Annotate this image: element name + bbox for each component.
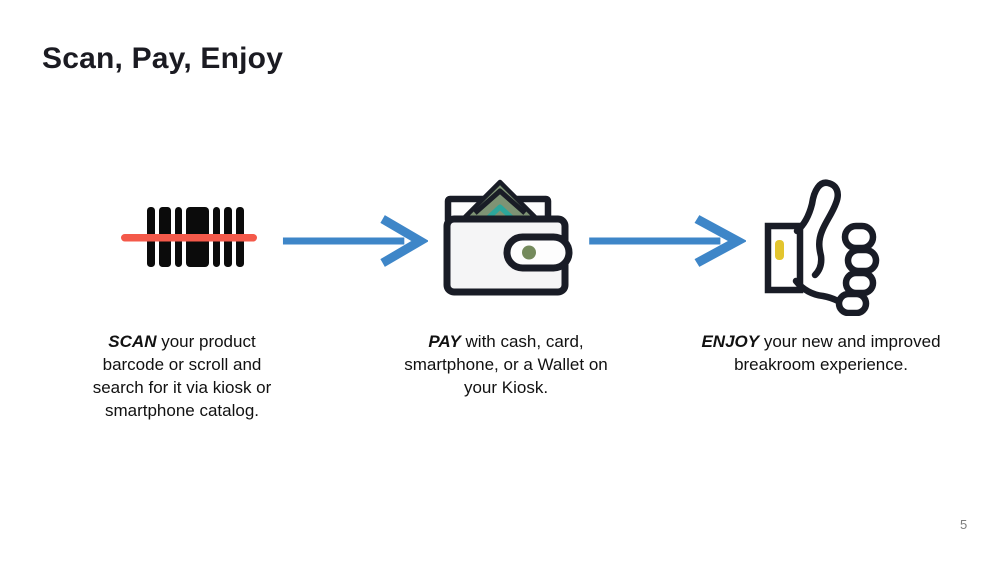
barcode-scan-svg bbox=[121, 207, 257, 267]
knuckle bbox=[842, 269, 877, 297]
cash-icon bbox=[460, 179, 540, 222]
enjoy-lead-word: ENJOY bbox=[701, 332, 760, 351]
scan-laser-line bbox=[121, 234, 257, 242]
pay-caption-text: with cash, card,smartphone, or a Wallet … bbox=[404, 332, 608, 397]
clasp-button bbox=[522, 245, 536, 260]
thumb-outline bbox=[793, 179, 841, 279]
pay-caption: PAY with cash, card,smartphone, or a Wal… bbox=[383, 330, 629, 399]
knuckle bbox=[841, 222, 877, 252]
scan-lead-word: SCAN bbox=[108, 332, 157, 351]
barcode-scan-icon bbox=[120, 204, 258, 270]
thumbs-up-svg bbox=[764, 179, 880, 316]
arrow-right-svg bbox=[282, 215, 428, 267]
slide-title: Scan, Pay, Enjoy bbox=[42, 42, 284, 75]
page-number: 5 bbox=[960, 517, 968, 532]
wallet-icon bbox=[443, 179, 575, 296]
arrow-right-icon bbox=[280, 215, 428, 267]
thumbs-up-icon bbox=[763, 178, 881, 316]
knuckle bbox=[844, 246, 880, 275]
knuckle bbox=[835, 290, 870, 316]
cuff-button bbox=[775, 240, 784, 260]
arrow-right-svg bbox=[589, 215, 746, 267]
wallet-svg bbox=[443, 179, 573, 296]
wallet-clasp bbox=[503, 233, 573, 272]
arrow-right-icon bbox=[586, 215, 746, 267]
pay-lead-word: PAY bbox=[428, 332, 461, 351]
palm-edge bbox=[792, 277, 842, 305]
